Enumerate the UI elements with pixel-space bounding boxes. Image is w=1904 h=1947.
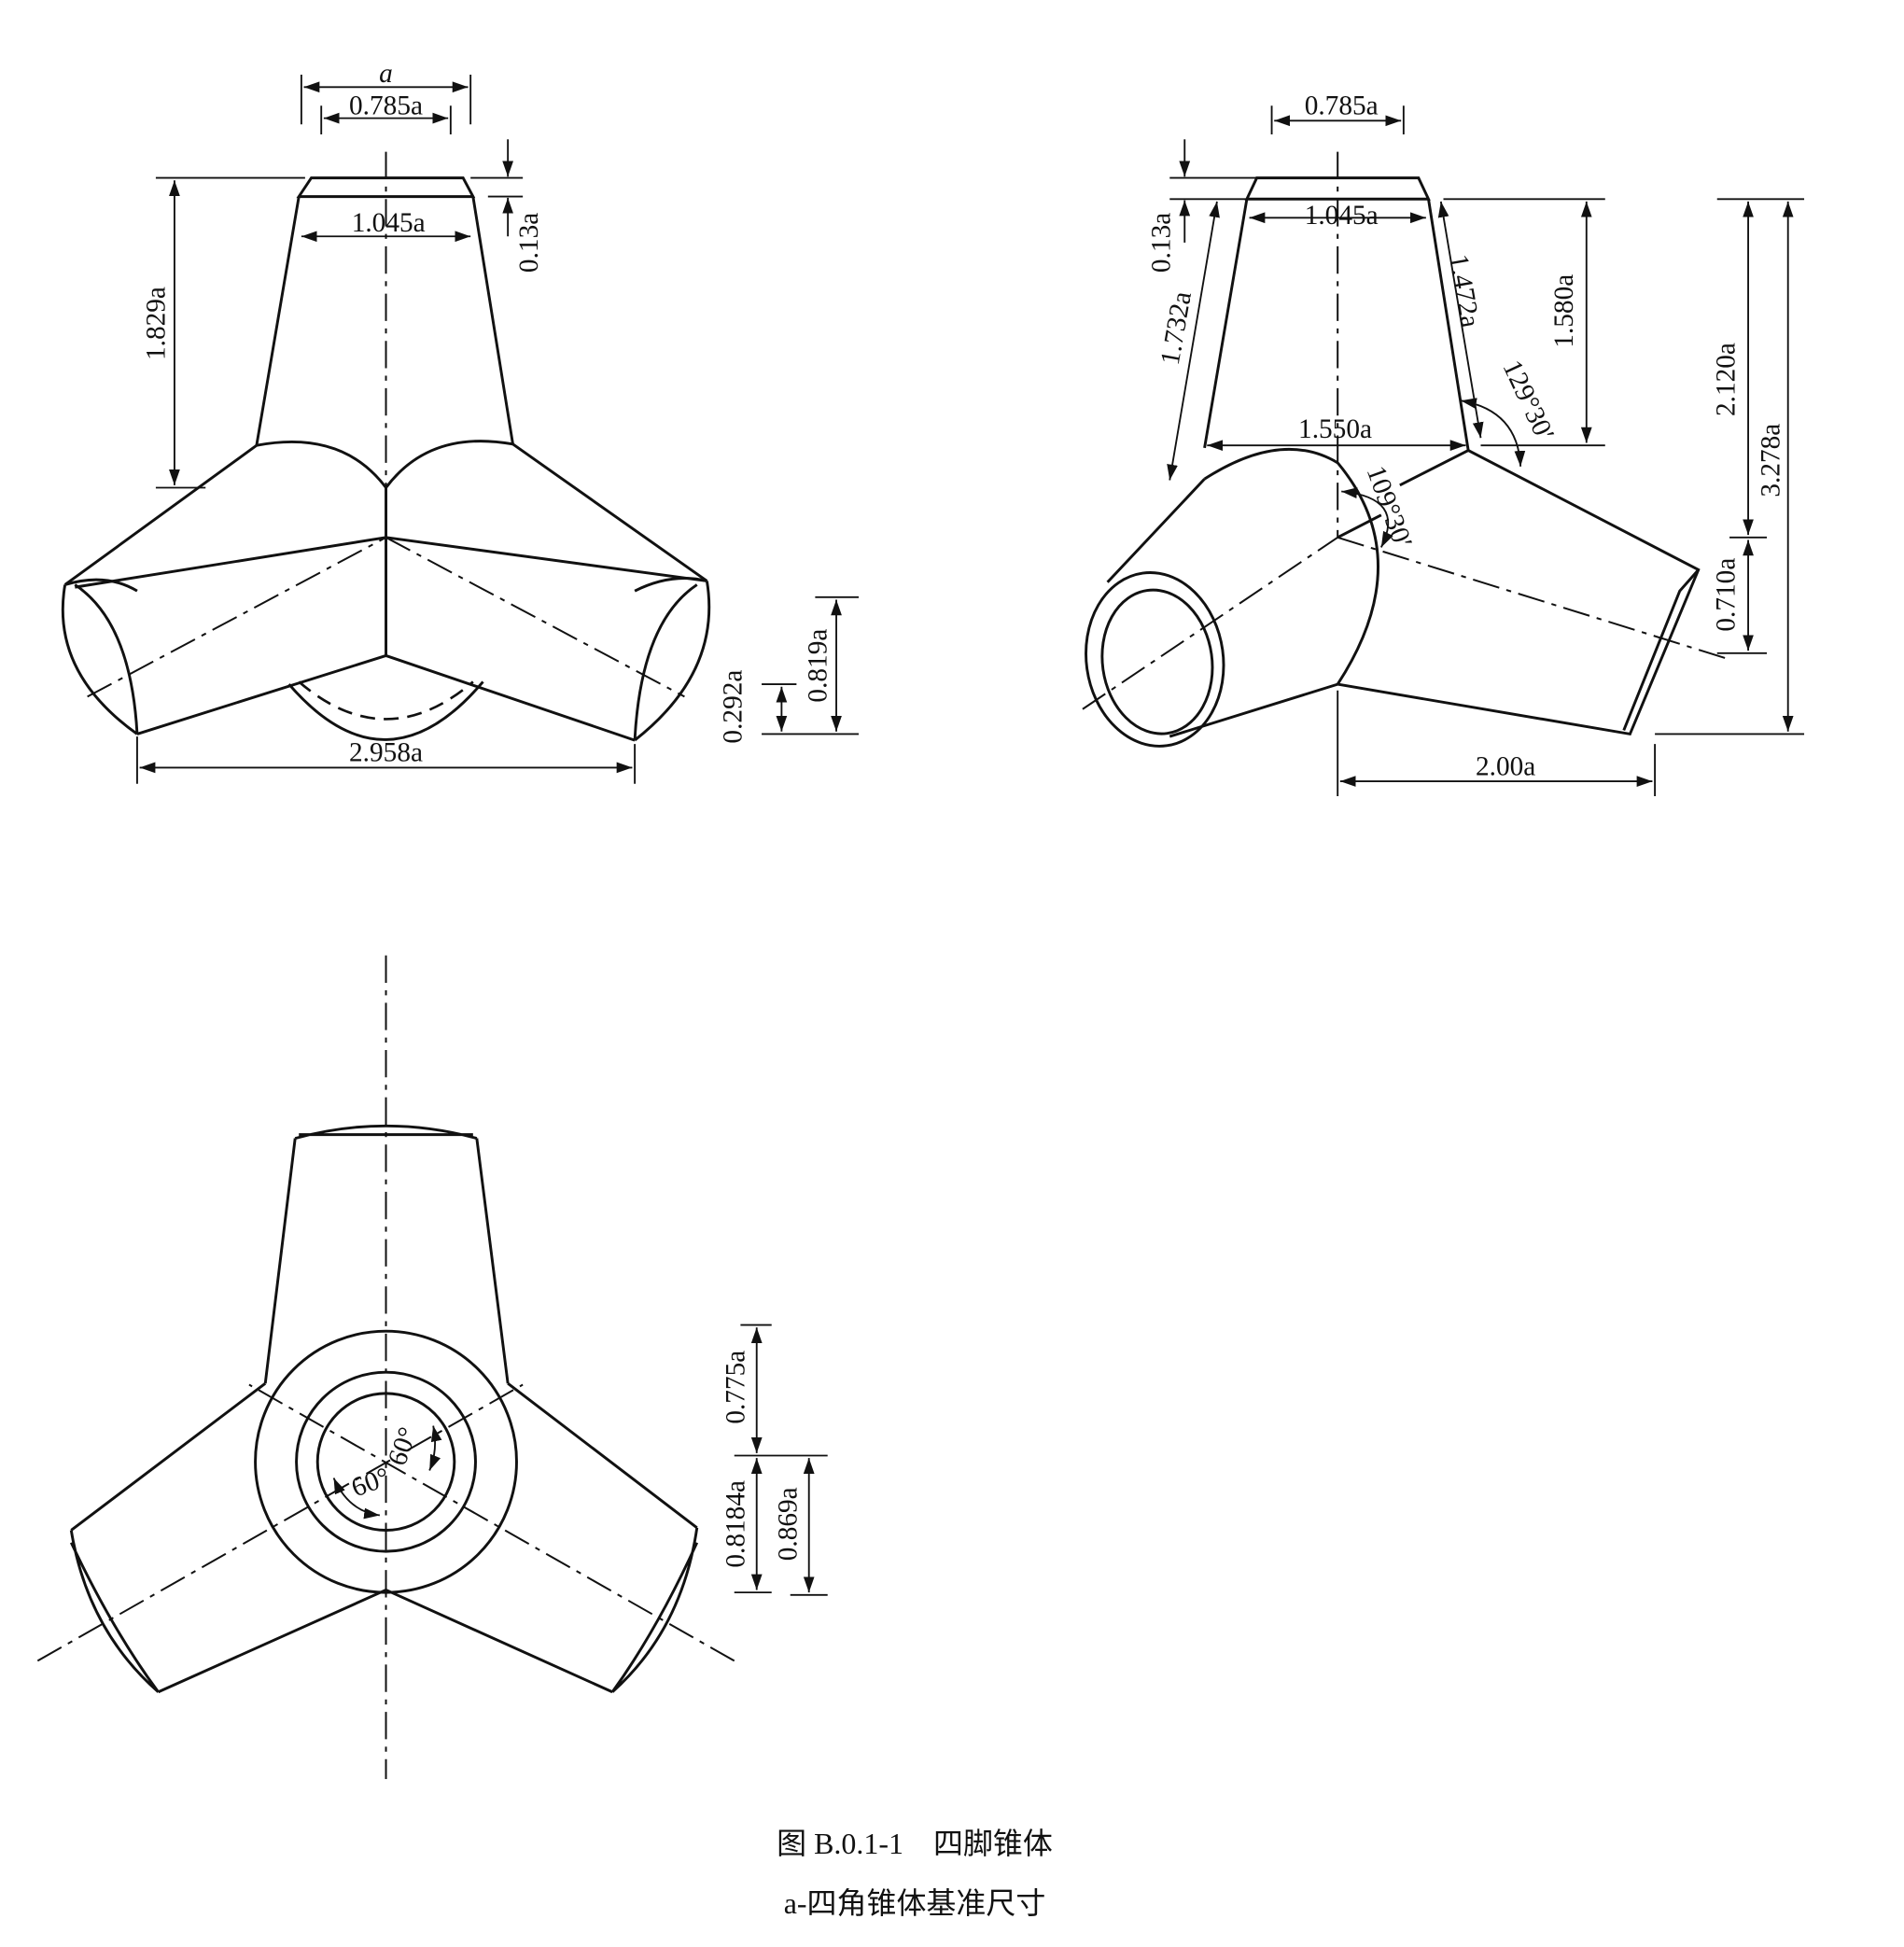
dim-a: a xyxy=(379,59,393,89)
dim-h4: 0.710a xyxy=(1711,558,1741,632)
dim-neck-width: 1.045a xyxy=(352,208,426,238)
figure-note: a-四角锥体基准尺寸 xyxy=(784,1887,1046,1920)
dim-base: 1.550a xyxy=(1298,414,1372,444)
dim-top-width: 0.785a xyxy=(349,91,423,121)
dim-r3: 0.869a xyxy=(773,1487,803,1561)
dim-h2: 2.120a xyxy=(1711,343,1741,416)
dim-angle-60-b: 60° xyxy=(383,1423,424,1470)
dim-chamfer: 0.13a xyxy=(514,213,544,273)
dim-low2: 0.819a xyxy=(803,629,833,703)
dim-height: 1.829a xyxy=(141,287,171,360)
side-view: 0.785a 1.045a 0.13a 1.732a 1.472a 1.550a… xyxy=(1082,91,1805,797)
dim-r1: 0.775a xyxy=(721,1351,750,1424)
dim-span: 2.958a xyxy=(349,738,423,768)
dim-angle-109: 109°30′ xyxy=(1361,462,1418,553)
dim-angle-129: 129°30′ xyxy=(1496,356,1560,445)
dim-top-width: 0.785a xyxy=(1305,91,1379,121)
dim-h1: 1.580a xyxy=(1549,274,1579,348)
dim-r2: 0.8184a xyxy=(721,1480,750,1568)
dim-neck-width: 1.045a xyxy=(1305,201,1379,231)
front-view: a 0.785a 1.045a 1.829a 0.13a 2.958a 0.29… xyxy=(61,59,860,784)
dim-chamfer: 0.13a xyxy=(1146,213,1176,273)
dim-low1: 0.292a xyxy=(719,670,749,744)
dim-slant-right: 1.472a xyxy=(1443,252,1485,329)
dim-h3: 3.278a xyxy=(1756,424,1785,497)
figure-caption: 图 B.0.1-1 四脚锥体 xyxy=(777,1828,1053,1860)
top-view: 60° 60° 0.775a 0.8184a 0.869a xyxy=(36,955,828,1780)
dim-leg: 2.00a xyxy=(1476,751,1535,781)
